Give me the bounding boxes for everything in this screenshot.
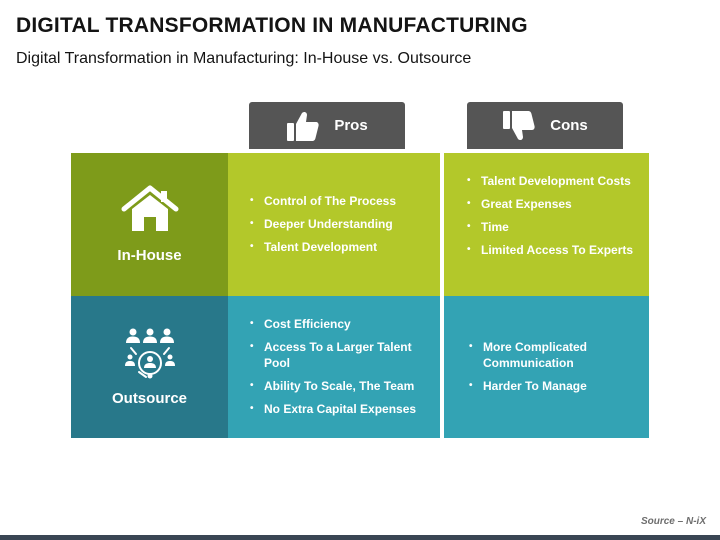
list-item: Talent Development Costs — [459, 173, 644, 189]
source-note: Source – N-iX — [640, 516, 706, 527]
cons-label: Cons — [550, 117, 588, 134]
inhouse-label: In-House — [117, 247, 182, 264]
list-item: No Extra Capital Expenses — [242, 401, 432, 417]
list-item: Harder To Manage — [461, 378, 641, 394]
outsource-label: Outsource — [111, 389, 187, 407]
inhouse-label-cell: In-House — [71, 153, 228, 296]
team-network-icon — [124, 328, 175, 378]
list-item: Cost Efficiency — [242, 316, 432, 332]
house-icon — [121, 185, 178, 231]
outsource-pros-list: Cost Efficiency Access To a Larger Talen… — [242, 316, 432, 424]
list-item: Limited Access To Experts — [459, 242, 644, 258]
list-item: More Complicated Communication — [461, 339, 641, 371]
cons-header: Cons — [467, 102, 623, 149]
outsource-label-cell: Outsource — [71, 296, 228, 438]
list-item: Control of The Process — [242, 193, 432, 209]
inhouse-pros-cell: Control of The Process Deeper Understand… — [228, 153, 440, 296]
page-subtitle: Digital Transformation in Manufacturing:… — [16, 50, 472, 67]
pros-header: Pros — [249, 102, 405, 149]
page-title: DIGITAL TRANSFORMATION IN MANUFACTURING — [16, 14, 528, 37]
list-item: Access To a Larger Talent Pool — [242, 339, 432, 371]
list-item: Ability To Scale, The Team — [242, 378, 432, 394]
thumbs-down-icon — [503, 110, 535, 140]
outsource-cons-list: More Complicated Communication Harder To… — [461, 339, 641, 401]
inhouse-pros-list: Control of The Process Deeper Understand… — [242, 193, 432, 262]
list-item: Great Expenses — [459, 196, 644, 212]
inhouse-cons-list: Talent Development Costs Great Expenses … — [459, 173, 644, 265]
thumbs-up-icon — [287, 111, 319, 141]
list-item: Time — [459, 219, 644, 235]
pros-label: Pros — [334, 117, 368, 134]
footer-bar — [0, 535, 720, 540]
list-item: Deeper Understanding — [242, 216, 432, 232]
inhouse-cons-cell: Talent Development Costs Great Expenses … — [444, 153, 649, 296]
list-item: Talent Development — [242, 239, 432, 255]
outsource-pros-cell: Cost Efficiency Access To a Larger Talen… — [228, 296, 440, 438]
outsource-cons-cell: More Complicated Communication Harder To… — [444, 296, 649, 438]
